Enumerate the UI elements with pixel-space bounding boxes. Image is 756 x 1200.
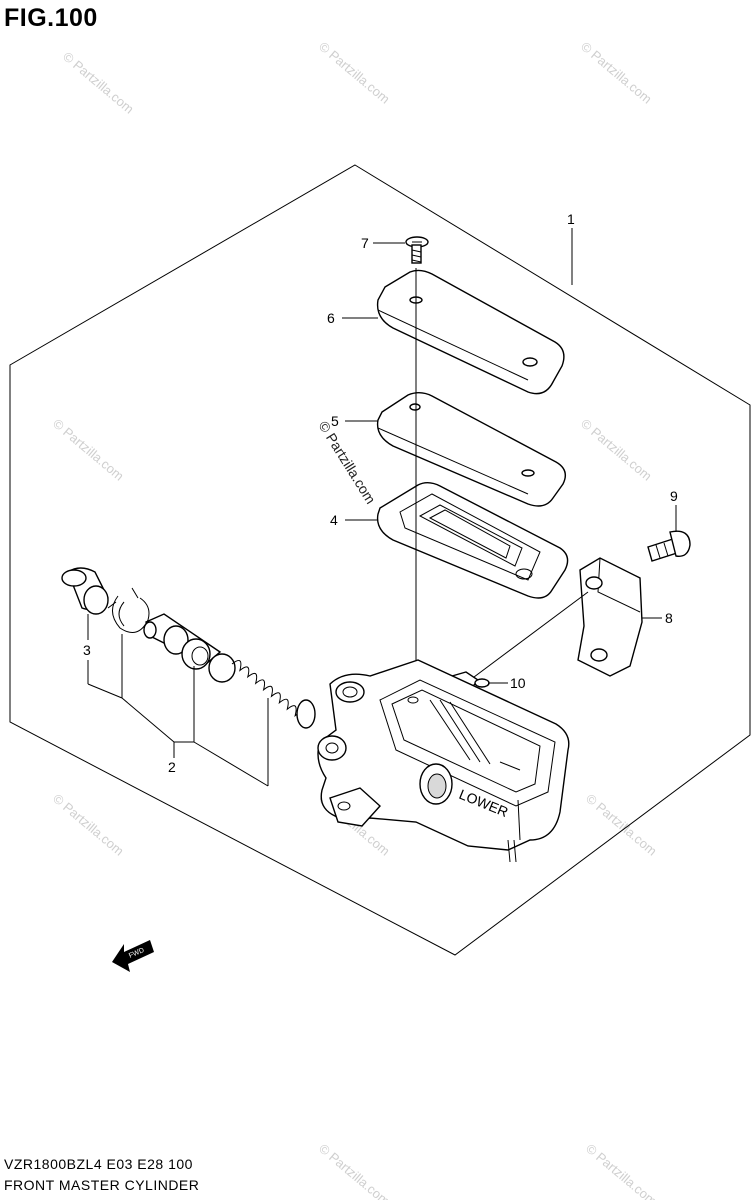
watermark: © Partzilla.com [50,791,127,859]
bolt-axis-line [469,591,589,681]
clamp-bolt [647,530,691,562]
callout-9: 9 [670,488,678,504]
callout-3: 3 [83,642,91,658]
circlip [107,587,150,633]
cap-screw [373,236,429,264]
reservoir-diaphragm [376,482,569,599]
leader-2c [193,741,269,787]
callout-5: 5 [331,413,339,429]
piston [143,613,236,683]
master-cylinder-body [317,659,570,863]
assembly-outline [9,164,751,956]
callout-4: 4 [330,512,338,528]
watermark: © Partzilla.com [578,39,655,107]
fwd-arrow-icon: FWD [112,940,154,972]
watermark: © Partzilla.com [50,416,127,484]
watermark: © Partzilla.com [315,418,379,506]
callout-7: 7 [361,235,369,251]
reservoir-cap [376,269,565,395]
clamp-holder [577,557,643,677]
leader-3c [87,683,123,699]
callout-8: 8 [665,610,673,626]
watermark: © Partzilla.com [316,1141,393,1200]
model-code-line: VZR1800BZL4 E03 E28 100 [4,1156,193,1172]
callout-10: 10 [510,675,526,691]
diaphragm-plate [376,392,566,507]
return-spring [231,659,316,729]
callout-6: 6 [327,310,335,326]
figure-title: FIG.100 [4,4,98,32]
callout-1: 1 [567,211,575,227]
watermark: © Partzilla.com [316,39,393,107]
callout-2: 2 [168,759,176,775]
watermark: © Partzilla.com [583,1141,660,1200]
leader-2f [121,697,175,743]
watermark: © Partzilla.com [578,416,655,484]
watermark: © Partzilla.com [583,791,660,859]
piston-boot [61,567,109,615]
figure-caption: FRONT MASTER CYLINDER [4,1177,200,1193]
watermark: © Partzilla.com [60,49,137,117]
